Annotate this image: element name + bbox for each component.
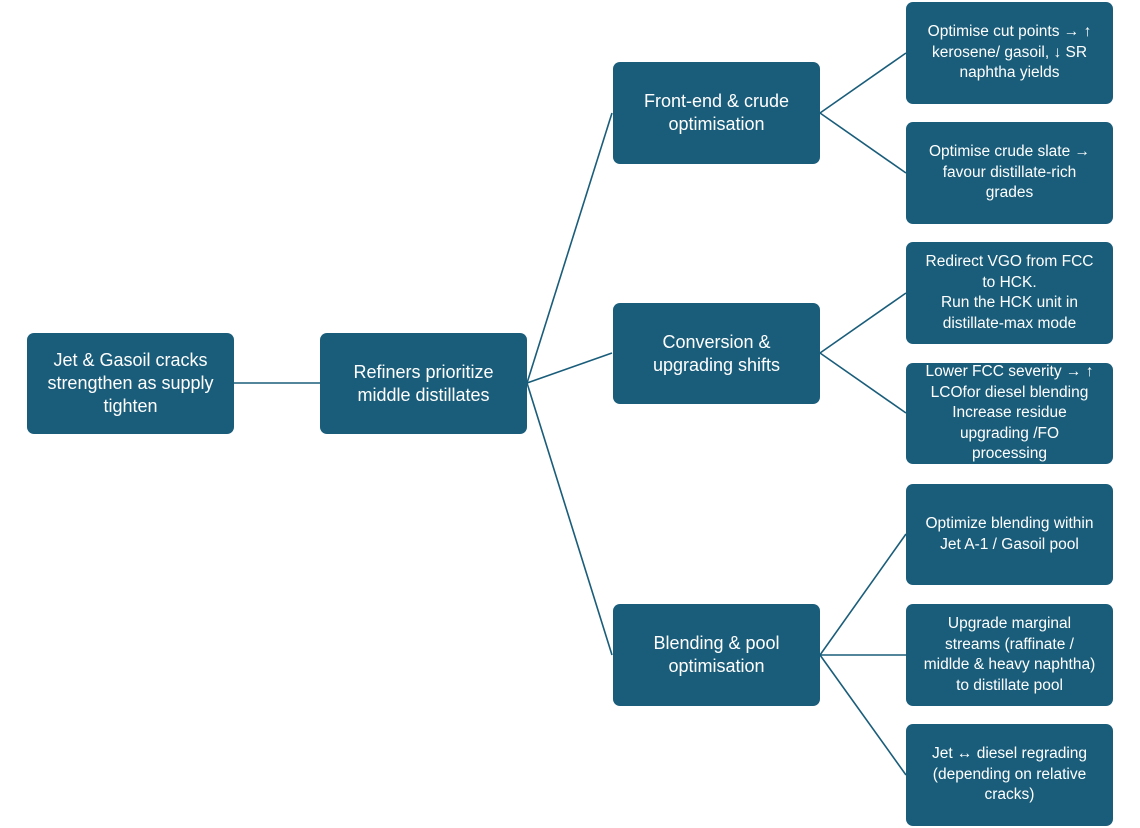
connector-branch-3-leaf-3 — [819, 654, 907, 776]
connector-center-branch-3 — [526, 382, 613, 656]
connector-center-branch-1 — [526, 112, 613, 384]
branch-node-blending: Blending & pool optimisation — [613, 604, 820, 706]
leaf-node-jet-diesel-regrading: Jet ↔ diesel regrading (depending on rel… — [906, 724, 1113, 826]
branch-node-front-end: Front-end & crude optimisation — [613, 62, 820, 164]
connector-branch-2-leaf-2 — [819, 352, 907, 414]
center-node: Refiners prioritize middle distillates — [320, 333, 527, 434]
connector-branch-3-leaf-1 — [819, 533, 907, 656]
connector-branch-1-leaf-1 — [819, 52, 907, 114]
leaf-node-marginal-streams: Upgrade marginal streams (raffinate / mi… — [906, 604, 1113, 706]
leaf-node-cut-points: Optimise cut points → ↑ kerosene/ gasoil… — [906, 2, 1113, 104]
branch-node-conversion: Conversion & upgrading shifts — [613, 303, 820, 404]
connector-center-branch-2 — [526, 352, 613, 384]
leaf-node-redirect-vgo: Redirect VGO from FCC to HCK. Run the HC… — [906, 242, 1113, 344]
leaf-node-blending-pool: Optimize blending within Jet A-1 / Gasoi… — [906, 484, 1113, 585]
connector-branch-2-leaf-1 — [819, 292, 907, 354]
leaf-node-crude-slate: Optimise crude slate → favour distillate… — [906, 122, 1113, 224]
leaf-node-fcc-severity: Lower FCC severity → ↑ LCOfor diesel ble… — [906, 363, 1113, 464]
root-node: Jet & Gasoil cracks strengthen as supply… — [27, 333, 234, 434]
connector-branch-1-leaf-2 — [819, 112, 907, 174]
